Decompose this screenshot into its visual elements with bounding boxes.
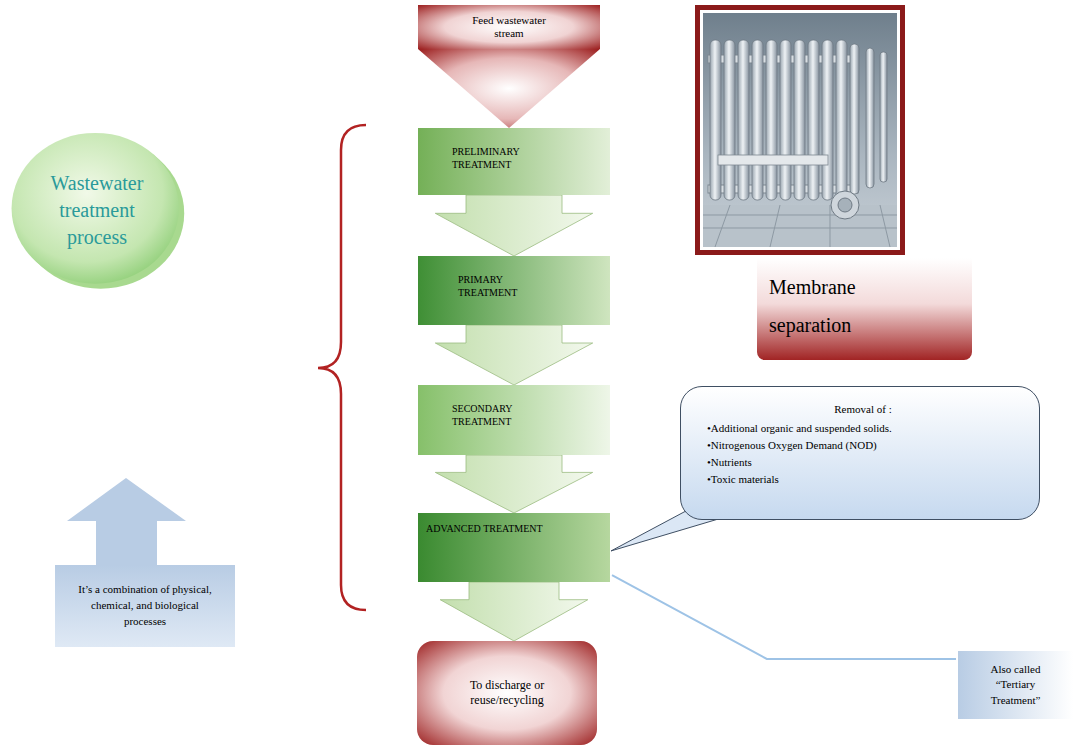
bullet-item: •Nitrogenous Oxygen Demand (NOD) [707, 437, 1019, 454]
stage-box: PRIMARY TREATMENT [418, 256, 610, 325]
photo-label: Membrane separation [757, 258, 972, 360]
note-box: It’s a combination of physical, chemical… [55, 565, 235, 647]
flow-arrow [435, 195, 592, 256]
flow-arrow [418, 49, 600, 128]
up-block-arrow [67, 478, 186, 566]
node-label: Wastewater treatment process [41, 170, 153, 251]
membrane-photo [695, 5, 905, 255]
note-box: Also called “Tertiary Treatment” [958, 651, 1073, 719]
stage-box: ADVANCED TREATMENT [418, 513, 610, 582]
input-box: Feed wastewater stream [418, 5, 600, 49]
node-label: SECONDARY TREATMENT [452, 403, 542, 428]
bullet-item: •Nutrients [707, 454, 1019, 471]
node-label: PRIMARY TREATMENT [458, 274, 548, 299]
node-label: It’s a combination of physical, chemical… [75, 582, 215, 630]
flow-arrow [440, 582, 588, 641]
node-label: Also called “Tertiary Treatment” [971, 662, 1061, 708]
node-label: PRELIMINARY TREATMENT [452, 146, 552, 171]
process-ellipse: Wastewater treatment process [8, 128, 186, 292]
output-box: To discharge or reuse/recycling [417, 641, 597, 745]
node-label: To discharge or reuse/recycling [447, 678, 567, 708]
leader-line [612, 575, 956, 659]
node-label: Membrane separation [769, 268, 899, 344]
node-label: Feed wastewater stream [464, 14, 554, 40]
flow-arrow [435, 325, 592, 385]
bullet-item: •Additional organic and suspended solids… [707, 420, 1019, 437]
stage-box: PRELIMINARY TREATMENT [418, 128, 610, 195]
callout-heading: Removal of : [707, 401, 1019, 418]
stage-box: SECONDARY TREATMENT [418, 385, 610, 455]
flow-arrow [435, 455, 592, 513]
callout-bubble: Removal of : •Additional organic and susp… [680, 386, 1040, 520]
bullet-item: •Toxic materials [707, 471, 1019, 488]
curly-bracket [318, 125, 366, 610]
node-label: ADVANCED TREATMENT [426, 523, 543, 536]
